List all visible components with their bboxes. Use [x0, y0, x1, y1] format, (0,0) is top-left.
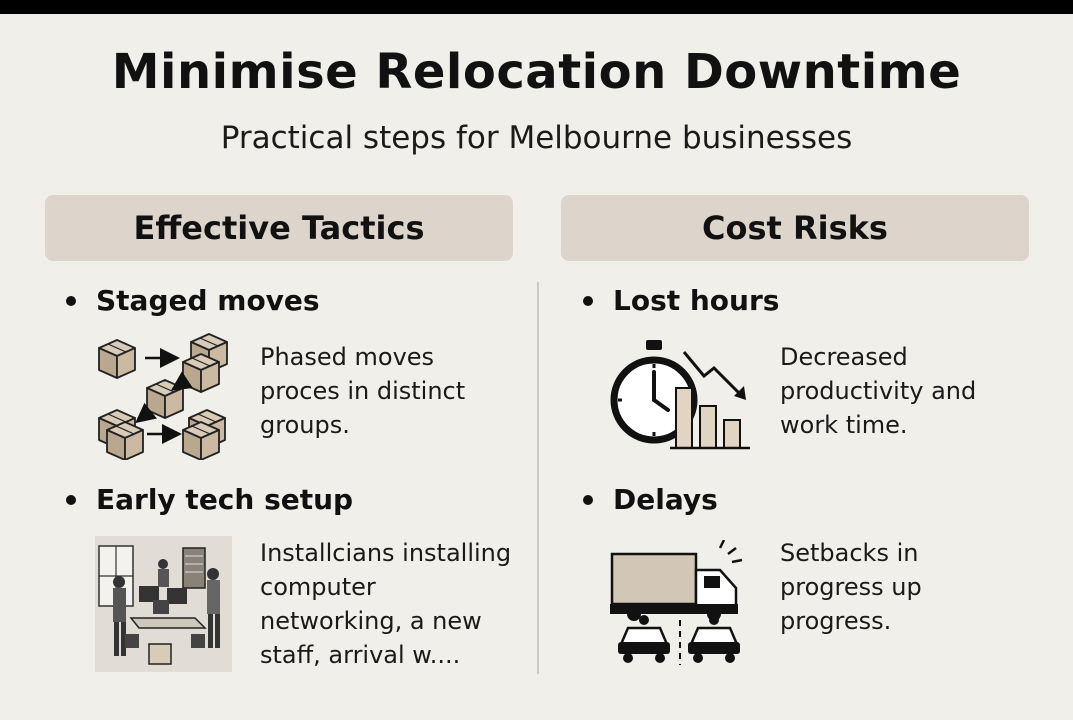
description-line: groups. [260, 411, 350, 439]
description-line: work time. [780, 411, 908, 439]
bullet-delays: Delays [583, 483, 718, 516]
description-line: Setbacks in [780, 539, 919, 567]
bullet-heading: Lost hours [613, 284, 780, 317]
page-subtitle: Practical steps for Melbourne businesses [220, 120, 853, 156]
early-tech-setup-description: Installcians installing computer network… [260, 536, 511, 672]
description-line: Decreased [780, 343, 908, 371]
technicians-office-setup-illustration [95, 536, 232, 676]
stopwatch-declining-chart-icon [608, 338, 753, 457]
description-line: progress. [780, 607, 892, 635]
staged-moves-description: Phased moves proces in distinct groups. [260, 340, 465, 442]
effective-tactics-header: Effective Tactics [45, 195, 513, 261]
description-line: staff, arrival w.... [260, 641, 461, 669]
description-line: Installcians installing [260, 539, 512, 567]
page-title: Minimise Relocation Downtime [111, 44, 962, 100]
bullet-staged-moves: Staged moves [66, 284, 320, 317]
bullet-dot [583, 295, 593, 306]
bullet-early-tech-setup: Early tech setup [66, 483, 353, 516]
description-line: networking, a new [260, 607, 482, 635]
lost-hours-description: Decreased productivity and work time. [780, 340, 976, 442]
bullet-heading: Delays [613, 483, 718, 516]
delays-description: Setbacks in progress up progress. [780, 536, 922, 638]
bullet-heading: Staged moves [96, 284, 320, 317]
bullet-dot [66, 494, 76, 505]
description-line: Phased moves [260, 343, 435, 371]
bullet-lost-hours: Lost hours [583, 284, 779, 317]
truck-traffic-delay-icon [608, 539, 753, 669]
description-line: productivity and [780, 377, 977, 405]
description-line: computer [260, 573, 376, 601]
bullet-dot [66, 295, 76, 306]
bullet-dot [583, 494, 593, 505]
staged-moving-boxes-icon [95, 330, 235, 464]
description-line: proces in distinct [260, 377, 466, 405]
bullet-heading: Early tech setup [96, 483, 354, 516]
top-black-bar [0, 0, 1073, 14]
column-divider [537, 282, 539, 674]
description-line: progress up [780, 573, 922, 601]
cost-risks-header: Cost Risks [561, 195, 1029, 261]
